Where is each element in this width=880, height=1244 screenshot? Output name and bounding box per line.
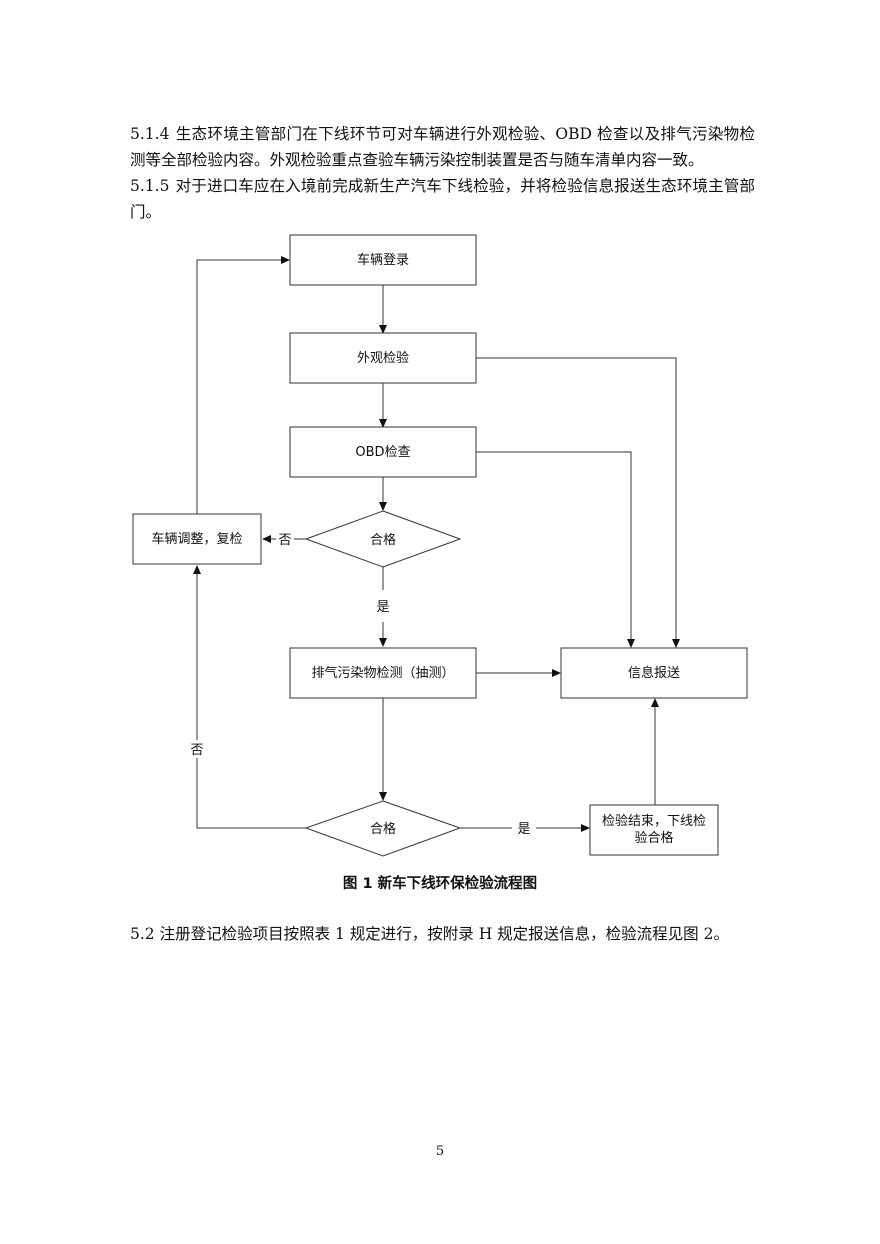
paragraph-text: 5.2 注册登记检验项目按照表 1 规定进行，按附录 H 规定报送信息，检验流程… xyxy=(130,925,729,943)
edge-adjust-login xyxy=(196,259,282,514)
node-label: 合格 xyxy=(370,532,396,548)
flowchart-edges xyxy=(193,256,680,832)
arrowhead xyxy=(581,824,590,832)
arrowhead xyxy=(379,325,387,334)
node-label: 排气污染物检测（抽测） xyxy=(311,665,454,681)
arrowhead xyxy=(672,639,680,648)
node-inspection-done: 检验结束，下线检 验合格 xyxy=(589,804,719,856)
process-box xyxy=(289,426,477,478)
arrowhead xyxy=(651,698,659,707)
node-vehicle-login: 车辆登录 xyxy=(289,234,477,286)
process-box xyxy=(289,332,477,384)
arrowhead xyxy=(379,638,387,647)
flowchart: 车辆登录 外观检验 OBD检查 合格 车辆调整，复检 排气污染物检测（抽测） 信… xyxy=(132,234,748,857)
process-box xyxy=(289,234,477,286)
node-qualified-2: 合格 xyxy=(304,800,462,857)
process-box xyxy=(289,647,477,699)
decision-diamond xyxy=(304,510,462,568)
section-number: 5.1.4 xyxy=(130,125,170,143)
edge-label-no: 否 xyxy=(278,533,291,548)
edge-qualified2-adjust xyxy=(196,758,306,829)
node-label: 外观检验 xyxy=(357,350,409,366)
node-adjust-recheck: 车辆调整，复检 xyxy=(132,513,262,565)
node-label: 合格 xyxy=(370,821,396,837)
process-box xyxy=(132,513,262,565)
node-label: 信息报送 xyxy=(628,665,680,681)
paragraph-5-2: 5.2 注册登记检验项目按照表 1 规定进行，按附录 H 规定报送信息，检验流程… xyxy=(130,921,755,947)
node-obd-check: OBD检查 xyxy=(289,426,477,478)
decision-diamond xyxy=(304,800,462,857)
arrowhead xyxy=(379,419,387,428)
process-box xyxy=(589,804,719,856)
node-emission-test: 排气污染物检测（抽测） xyxy=(289,647,477,699)
arrowhead xyxy=(281,256,290,264)
node-appearance-check: 外观检验 xyxy=(289,332,477,384)
node-info-report: 信息报送 xyxy=(560,647,748,699)
edge-label-no: 否 xyxy=(190,743,203,758)
node-label: 检验结束，下线检 xyxy=(602,813,706,829)
paragraph-text: 生态环境主管部门在下线环节可对车辆进行外观检验、OBD 检查以及排气污染物检测等… xyxy=(130,125,755,169)
arrowhead xyxy=(379,502,387,511)
edge-appearance-report xyxy=(476,357,677,640)
arrowhead xyxy=(193,565,201,574)
node-label: OBD检查 xyxy=(355,445,410,460)
figure-caption: 图 1 新车下线环保检验流程图 xyxy=(342,876,538,892)
node-qualified-1: 合格 xyxy=(304,510,462,568)
arrowhead xyxy=(379,792,387,801)
node-label: 车辆调整，复检 xyxy=(151,531,242,547)
arrowhead xyxy=(552,669,561,677)
edge-obd-report xyxy=(476,451,632,640)
edge-label-yes: 是 xyxy=(376,600,389,615)
arrowhead xyxy=(627,639,635,648)
paragraph-text: 对于进口车应在入境前完成新生产汽车下线检验，并将检验信息报送生态环境主管部门。 xyxy=(130,177,755,221)
node-label: 车辆登录 xyxy=(357,252,409,268)
page-number: 5 xyxy=(435,1144,445,1159)
node-label: 验合格 xyxy=(634,830,673,846)
process-box xyxy=(560,647,748,699)
edge-label-yes: 是 xyxy=(517,822,530,837)
arrowhead xyxy=(262,535,271,543)
section-number: 5.1.5 xyxy=(130,177,170,195)
